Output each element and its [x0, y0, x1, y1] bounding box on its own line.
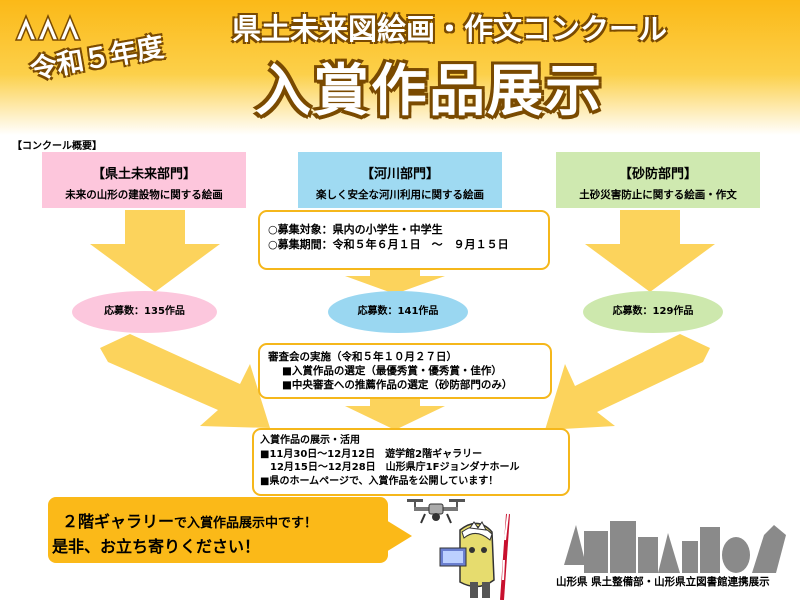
header-band	[0, 0, 800, 135]
judging-title: 審査会の実施（令和５年１０月２７日）	[268, 351, 457, 363]
bubble-line-2: 是非、お立ち寄りください！	[52, 537, 261, 556]
exhibition-title: 入賞作品の展示・活用	[260, 435, 360, 446]
count-pill-sabo: 応募数：129作品	[583, 291, 723, 333]
bubble-line-1: ２階ギャラリーで入賞作品展示中です！	[62, 508, 317, 532]
dept-card-kendo-mirai: 【県土未来部門】 未来の山形の建設物に関する絵画	[42, 152, 246, 208]
count-pill-kasen: 応募数：141作品	[328, 291, 468, 333]
judging-item: ■入賞作品の選定（最優秀賞・優秀賞・佳作）	[282, 365, 502, 377]
logo-icon	[14, 14, 82, 41]
drone-icon	[407, 499, 465, 524]
dept-name: 【河川部門】	[360, 167, 439, 182]
exhibition-line: 12月15日～12月28日 山形県庁1Fジョンダナホール	[260, 462, 520, 473]
dept-desc: 土砂災害防止に関する絵画・作文	[579, 189, 737, 201]
recruitment-box: ○募集対象：県内の小学生・中学生 ○募集期間：令和５年６月１日 ～ ９月１５日	[258, 210, 550, 270]
arrow-diagonal-icon	[100, 334, 270, 428]
arrow-diagonal-icon	[545, 334, 710, 430]
judging-item: ■中央審査への推薦作品の選定（砂防部門のみ）	[282, 379, 513, 391]
page-title: 入賞作品展示	[255, 59, 603, 124]
speech-bubble	[48, 497, 388, 563]
arrow-down-icon	[345, 264, 445, 294]
exhibition-box: 入賞作品の展示・活用 ■11月30日～12月12日 遊学館2階ギャラリー 12月…	[252, 428, 570, 496]
speech-bubble-tail	[386, 520, 412, 552]
recruitment-period: ○募集期間：令和５年６月１日 ～ ９月１５日	[268, 238, 509, 251]
arrow-down-icon	[345, 390, 445, 430]
dept-name: 【県土未来部門】	[91, 167, 196, 182]
dept-name: 【砂防部門】	[618, 167, 697, 182]
overview-label: 【コンクール概要】	[12, 141, 102, 152]
contest-title: 県土未来図絵画・作文コンクール	[232, 12, 668, 46]
mascot-icon	[439, 513, 510, 600]
dept-card-kasen: 【河川部門】 楽しく安全な河川利用に関する絵画	[298, 152, 502, 208]
count-pill-kendo-mirai: 応募数：135作品	[72, 291, 217, 333]
bubble-line-1-rest: で入賞作品展示中です！	[174, 516, 318, 531]
footer-credit: 山形県 県土整備部・山形県立図書館連携展示	[556, 576, 770, 588]
bubble-highlight: ２階ギャラリー	[62, 512, 175, 531]
dept-desc: 楽しく安全な河川利用に関する絵画	[316, 189, 484, 201]
arrow-down-icon	[585, 210, 715, 292]
silhouette-icon	[564, 521, 786, 573]
dept-desc: 未来の山形の建設物に関する絵画	[65, 189, 223, 201]
arrow-down-icon	[90, 210, 220, 292]
exhibition-line: ■県のホームページで、入賞作品を公開しています！	[260, 475, 499, 487]
dept-card-sabo: 【砂防部門】 土砂災害防止に関する絵画・作文	[556, 152, 760, 208]
judging-box: 審査会の実施（令和５年１０月２７日） ■入賞作品の選定（最優秀賞・優秀賞・佳作）…	[258, 343, 552, 399]
recruitment-target: ○募集対象：県内の小学生・中学生	[268, 223, 443, 236]
exhibition-line: ■11月30日～12月12日 遊学館2階ギャラリー	[260, 448, 483, 460]
